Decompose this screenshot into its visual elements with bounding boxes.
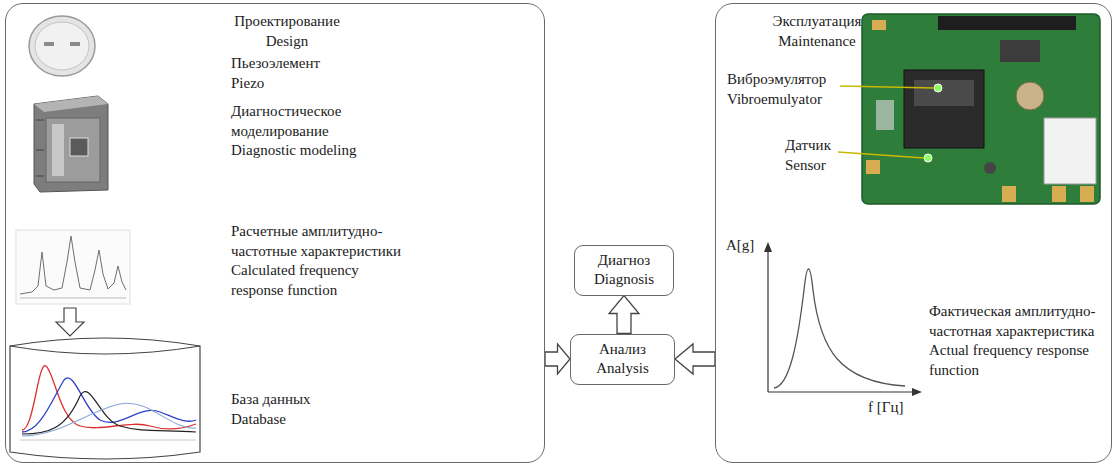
model-picture [46,118,100,182]
actual-frf-chart [764,242,922,396]
calculated-frf-plot [16,230,130,304]
vibroemulator-board [876,100,894,130]
database-picture [22,392,196,434]
item-label: Расчетные амплитудно-частотные характери… [231,222,411,300]
actual-frf-chart [768,391,916,392]
model-picture [36,176,44,177]
database-picture [20,440,196,441]
vibroemulator-board [862,14,1100,204]
vibroemulator-board [934,84,942,92]
vibroemulator-board [872,20,886,30]
model-picture [70,138,88,156]
callout-label: Датчик Sensor [785,136,847,175]
vibroemulator-board [938,16,1076,30]
database-picture [10,338,200,459]
vibroemulator-board [1016,82,1044,110]
calculated-frf-plot [16,230,130,304]
model-picture [52,124,64,176]
piezo-picture [44,42,54,46]
vibroemulator-board [1044,118,1096,184]
down-block-arrow [56,308,84,336]
box-label: Диагноз Diagnosis [583,251,665,290]
vibroemulator-board [1000,40,1040,62]
actual-frf-chart [767,248,768,392]
vibroemulator-board [914,80,974,106]
box-label: Анализ Analysis [584,340,662,379]
down-block-arrow [56,308,84,336]
leader-line [840,86,934,88]
leader-line [838,152,924,158]
item-label: Фактическая амплитудно-частотная характе… [929,302,1107,380]
item-label: База данных Database [231,390,341,429]
diagnosis-box: Диагноз Diagnosis [574,245,674,296]
database-picture [10,338,200,459]
block-arrow [609,296,639,334]
piezo-picture [70,42,80,46]
vibroemulator-board [904,70,984,148]
leader-line [838,86,934,158]
axis-label: A[g] [726,236,754,256]
piezo-picture [29,16,95,76]
block-arrow [675,344,715,374]
axis-label: f [Гц] [868,398,903,418]
piezo-picture [35,22,89,70]
actual-frf-chart [764,242,772,252]
model-picture [34,96,108,112]
vibroemulator-board [1080,186,1094,202]
database-picture [22,403,196,436]
model-picture [36,120,44,121]
block-arrow [545,344,570,374]
vibroemulator-board [862,14,1100,204]
vibroemulator-board [1052,186,1066,202]
actual-frf-chart [912,388,922,396]
callout-label: Виброэмулятор Vibroemulyator [727,70,845,109]
model-picture [34,96,108,192]
vibroemulator-board [984,162,996,174]
vibroemulator-board [1002,186,1016,202]
item-label: Диагностическое моделирование Diagnostic… [231,102,373,161]
vibroemulator-board [866,160,880,174]
panel-heading: Эксплуатация Maintenance [756,12,878,51]
model-picture [34,96,108,192]
model-picture [36,150,44,151]
item-label: Пьезоэлемент Piezo [231,54,343,93]
analysis-box: Анализ Analysis [570,334,675,385]
database-picture [22,378,196,432]
piezo-picture [29,16,95,76]
vibroemulator-board [924,154,932,162]
calculated-frf-plot [20,236,126,294]
calculated-frf-plot [20,298,126,299]
actual-frf-chart [774,269,905,388]
design-panel: Проектирование DesignПьезоэлемент PiezoД… [5,3,545,463]
panel-heading: Проектирование Design [221,12,353,51]
database-picture [10,346,200,354]
